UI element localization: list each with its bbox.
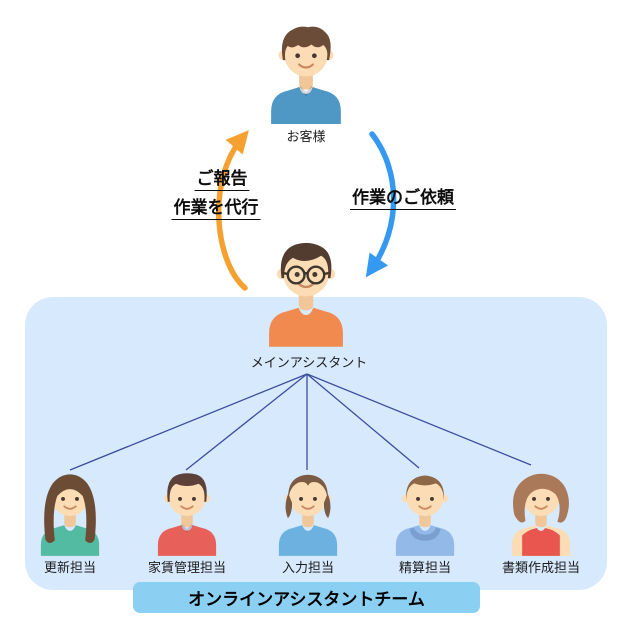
report-arrow-label-line2: 作業を代行 — [171, 193, 261, 220]
team-member: 更新担当 — [29, 464, 111, 576]
team-member: 入力担当 — [267, 464, 349, 576]
request-arrow-label: 作業のご依頼 — [350, 183, 456, 210]
woman-long-hair-avatar — [29, 464, 111, 556]
team-banner: オンラインアシスタントチーム — [133, 582, 480, 613]
woman-bob-avatar — [500, 464, 582, 556]
woman-wavy-hair-avatar — [267, 464, 349, 556]
customer-label: お客様 — [286, 129, 326, 144]
member-label: 更新担当 — [43, 560, 96, 575]
report-arrow-label-line1: ご報告 — [194, 164, 250, 191]
member-label: 書類作成担当 — [501, 560, 580, 575]
team-member: 精算担当 — [384, 464, 466, 576]
member-label: 精算担当 — [398, 560, 451, 575]
man-polo-avatar — [256, 14, 356, 124]
member-label: 入力担当 — [281, 560, 334, 575]
main-assistant-label: メインアシスタント — [250, 355, 368, 370]
team-member: 家賃管理担当 — [146, 464, 228, 576]
boy-hoodie-avatar — [384, 464, 466, 556]
man-short-hair-avatar — [146, 464, 228, 556]
man-glasses-avatar — [254, 230, 358, 347]
team-banner-label: オンラインアシスタントチーム — [188, 590, 425, 609]
team-member: 書類作成担当 — [500, 464, 582, 576]
member-label: 家賃管理担当 — [147, 560, 226, 575]
